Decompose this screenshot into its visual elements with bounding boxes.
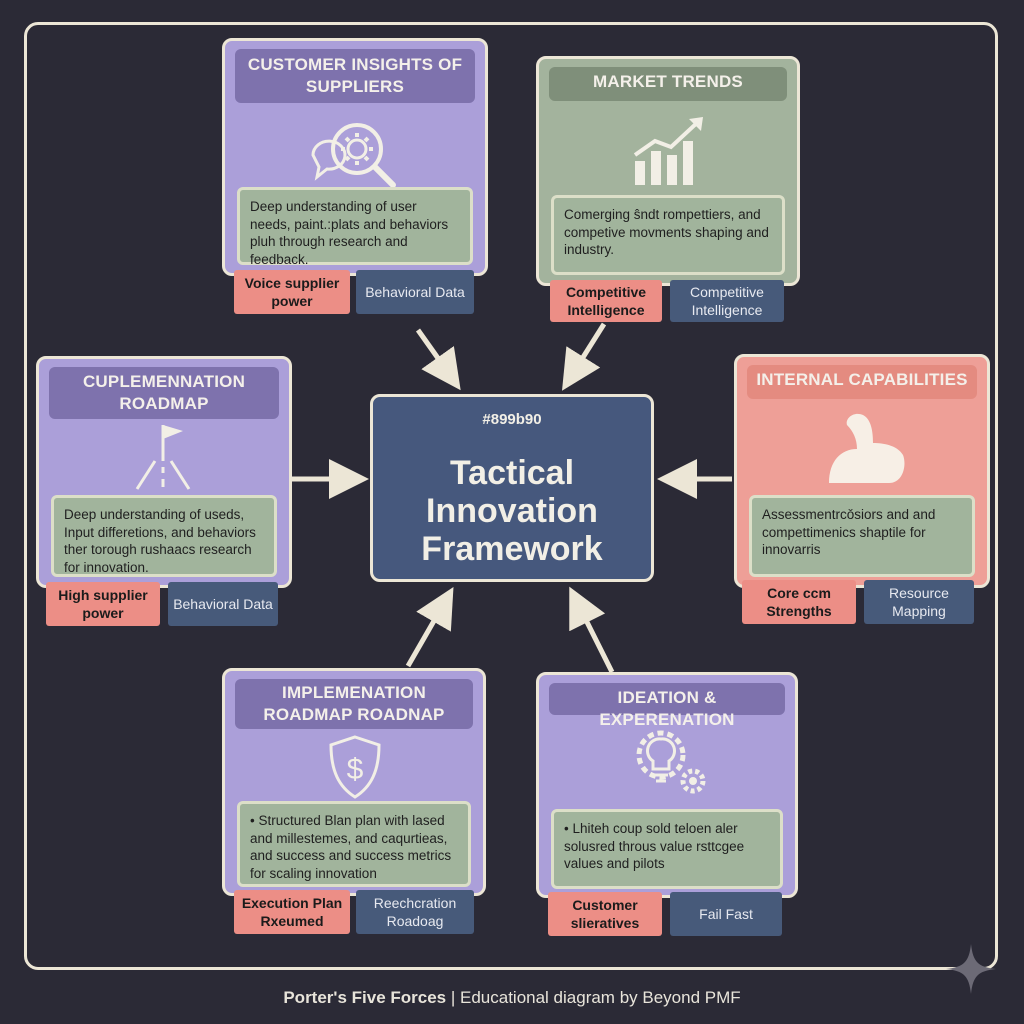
market-trends-card: MARKET TRENDS Comerging ŝndt rompettiers…	[536, 56, 800, 286]
card-description: Comerging ŝndt rompettiers, and competiv…	[551, 195, 785, 275]
card-description: Deep understanding of useds, Input diffe…	[51, 495, 277, 577]
cuplemennation-roadmap-card: CUPLEMENNATION ROADMAP Deep understandin…	[36, 356, 292, 588]
diagram-frame	[24, 22, 998, 970]
center-title: Tactical Innovation Framework	[421, 454, 603, 568]
search-gear-chat-icon	[311, 123, 396, 188]
footer-caption: Porter's Five Forces | Educational diagr…	[0, 988, 1024, 1008]
ideation-experimentation-card: IDEATION & EXPERENATION • Lhiteh coup so…	[536, 672, 798, 898]
card-description: Assessmentrcǒsiors and and compettimenic…	[749, 495, 975, 577]
arrow-customer	[415, 328, 461, 391]
lightbulb-gears-icon	[636, 730, 706, 794]
tag-competitive-intelligence-2: Competitive Intelligence	[670, 280, 784, 322]
card-title: CUSTOMER INSIGHTS OF SUPPLIERS	[235, 49, 475, 103]
tag-reechcration-roadoag: Reechcration Roadoag	[356, 890, 474, 934]
tag-voice-supplier-power: Voice supplier power	[234, 270, 350, 314]
tag-customer-slieratives: Customer slieratives	[548, 892, 662, 936]
arrow-market	[562, 322, 607, 391]
central-framework-box: #899b90 Tactical Innovation Framework	[370, 394, 654, 582]
svg-text:$: $	[347, 753, 364, 786]
card-title: CUPLEMENNATION ROADMAP	[49, 367, 279, 419]
tag-fail-fast: Fail Fast	[670, 892, 782, 936]
arrow-implementation	[405, 587, 454, 668]
internal-capabilities-card: INTERNAL CAPABILITIES Assessmentrcǒsiors…	[734, 354, 990, 588]
card-title: INTERNAL CAPABILITIES	[747, 365, 977, 399]
card-description: Deep understanding of user needs, paint.…	[237, 187, 473, 267]
tag-high-supplier-power: High supplier power	[46, 582, 160, 626]
card-title: MARKET TRENDS	[549, 67, 787, 101]
center-label: #899b90	[482, 411, 542, 428]
implementation-roadmap-card: IMPLEMENATION ROADMAP ROADNAP $ • Struct…	[222, 668, 486, 896]
footer-bold: Porter's Five Forces	[283, 988, 447, 1007]
bar-chart-trend-icon	[633, 117, 703, 185]
tag-behavioral-data: Behavioral Data	[356, 270, 474, 314]
card-description: • Structured Blan plan with lased and mi…	[237, 801, 471, 887]
card-title: IMPLEMENATION ROADMAP ROADNAP	[235, 679, 473, 729]
flag-road-icon	[135, 425, 191, 490]
footer-rest: | Educational diagram by Beyond PMF	[446, 988, 741, 1007]
arrow-ideation	[569, 586, 615, 674]
tag-competitive-intelligence-1: Competitive Intelligence	[550, 280, 662, 322]
tag-behavioral-data: Behavioral Data	[168, 582, 278, 626]
card-description: • Lhiteh coup sold teloen aler solusred …	[551, 809, 783, 889]
tag-execution-plan: Execution Plan Rxeumed	[234, 890, 350, 934]
tag-resource-mapping: Resource Mapping	[864, 580, 974, 624]
flexed-arm-icon	[829, 413, 905, 483]
customer-insights-card: CUSTOMER INSIGHTS OF SUPPLIERS Deep unde…	[222, 38, 488, 276]
sparkle-icon	[946, 944, 996, 994]
card-title: IDEATION & EXPERENATION	[549, 683, 785, 729]
tag-core-strengths: Core ccm Strengths	[742, 580, 856, 624]
shield-dollar-icon: $	[329, 735, 381, 799]
